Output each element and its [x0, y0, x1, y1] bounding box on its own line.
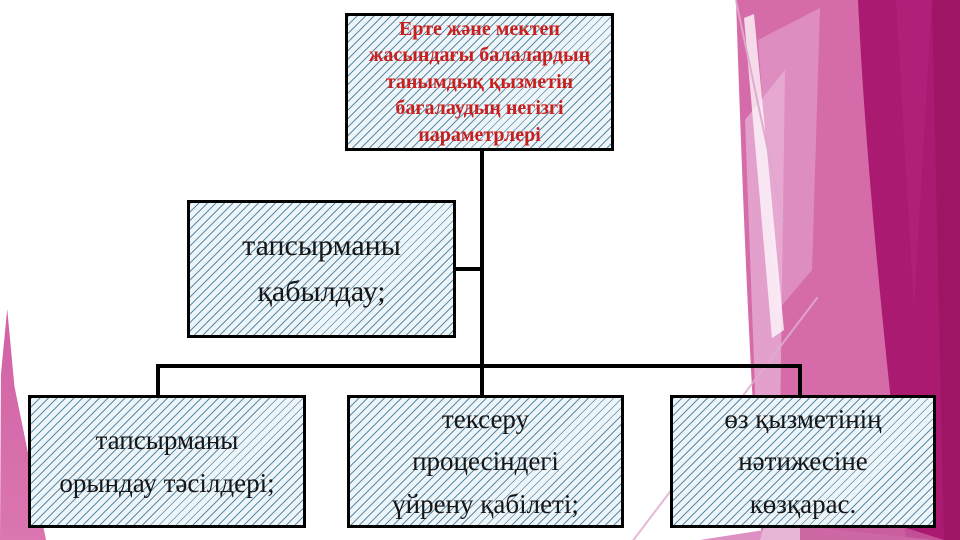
box-text-line: тексеру [441, 403, 530, 434]
title-line: Ерте және мектеп [399, 17, 560, 40]
box-text-line: тапсырманы [95, 424, 239, 455]
box-text-line: көзқарас. [749, 488, 857, 519]
box-learning-ability: тексеру процесіндегі үйрену қабілеті; [347, 395, 624, 528]
title-line: параметрлері [418, 123, 541, 146]
box-text-line: нәтижесіне [738, 446, 868, 477]
box-text-line: тапсырманы [242, 228, 401, 262]
box-text-line: үйрену қабілеті; [392, 488, 579, 519]
title-line: бағалаудың негізгі [395, 97, 564, 120]
title-box: Ерте және мектеп жасындағы балалардың та… [345, 13, 614, 151]
connector-rail [156, 364, 802, 368]
box-text-line: өз қызметінің [724, 403, 882, 434]
connector-drop-left [156, 364, 160, 397]
box-text-line: процесіндегі [412, 446, 559, 477]
box-text-line: орындау тәсілдері; [59, 467, 275, 498]
box-task-methods: тапсырманы орындау тәсілдері; [28, 395, 306, 528]
title-line: жасындағы балалардың [368, 44, 591, 67]
title-line: танымдық қызметін [385, 70, 574, 93]
box-accept-task: тапсырманы қабылдау; [187, 200, 456, 338]
connector-branch-middle [453, 267, 483, 271]
connector-stem [480, 151, 484, 367]
box-result-attitude: өз қызметінің нәтижесіне көзқарас. [670, 395, 936, 528]
connector-drop-right [798, 364, 802, 397]
box-text-line: қабылдау; [257, 275, 386, 308]
connector-drop-middle [480, 364, 484, 397]
